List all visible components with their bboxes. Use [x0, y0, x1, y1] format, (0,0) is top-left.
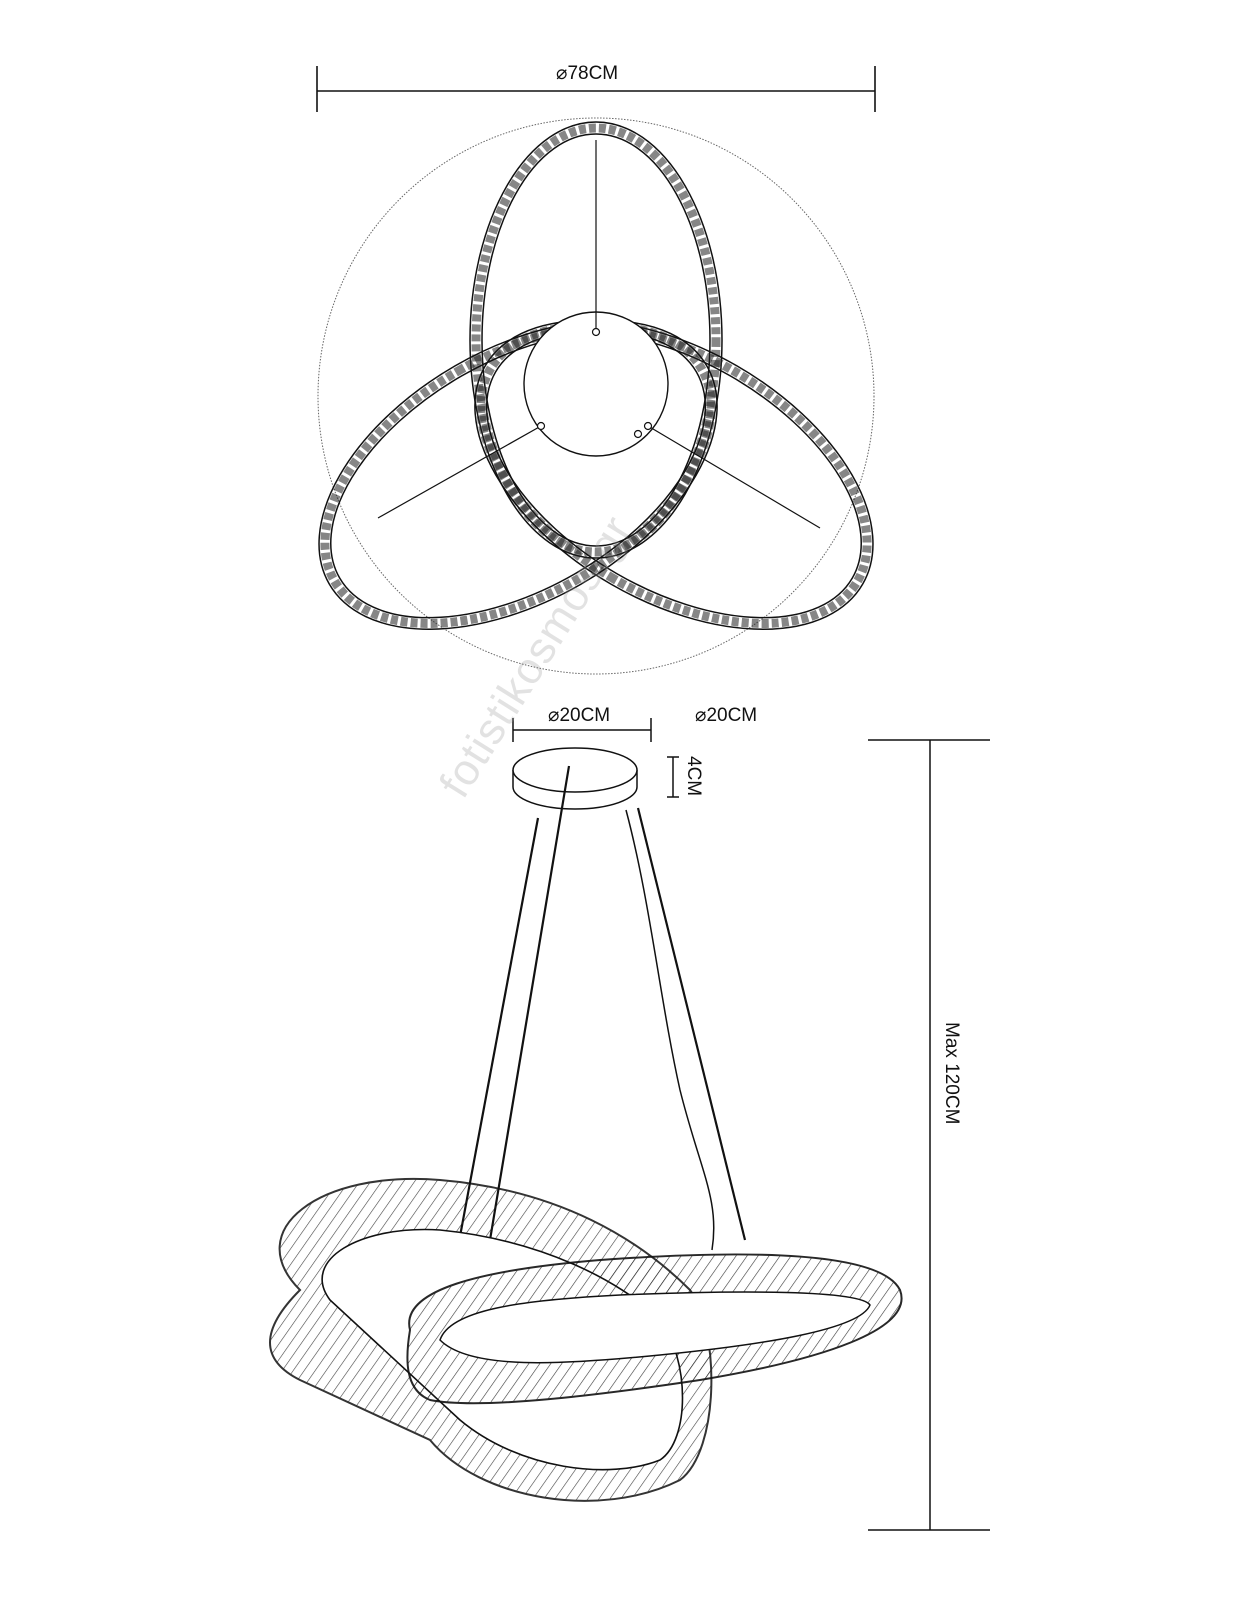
top-view-ring [469, 121, 723, 559]
suspension-wires [448, 765, 747, 1291]
max-height-dimension-line [868, 739, 990, 1531]
outline-circle [317, 117, 875, 675]
canopy-height-label: 4CM [683, 756, 704, 797]
top-view [266, 117, 926, 693]
top-view-ring [422, 257, 926, 693]
overall-diameter-dimension-line [316, 66, 876, 112]
secondary-diameter-label: ⌀20CM [695, 705, 758, 726]
top-view-ring [266, 257, 770, 693]
side-view-rings [269, 1177, 903, 1502]
canopy-diameter-label: ⌀20CM [548, 705, 611, 726]
canopy-side-view [512, 747, 638, 810]
canopy-height-dimension-line [667, 756, 679, 798]
canopy-diameter-dimension-line [512, 718, 652, 742]
overall-diameter-label: ⌀78CM [556, 63, 619, 84]
max-height-label: Max 120CM [941, 1022, 962, 1125]
